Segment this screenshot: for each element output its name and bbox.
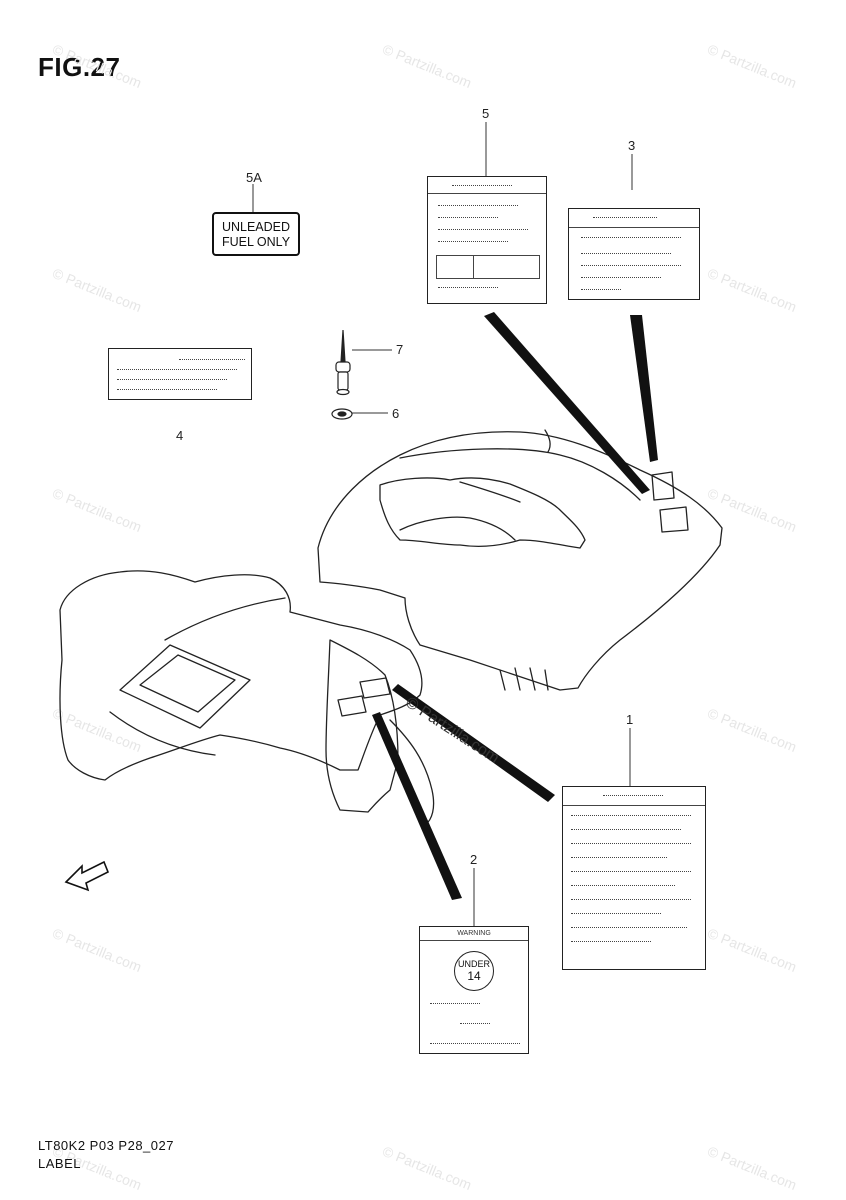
seat-recess-outer: [379, 477, 586, 549]
label-1-header-text: [603, 795, 663, 797]
side-panel-curve: [389, 719, 435, 826]
label-part-1: [562, 786, 706, 970]
label-1-text-line: [571, 941, 651, 943]
label-5-header-text: [452, 185, 512, 187]
unleaded-line-1: UNLEADED: [221, 220, 291, 234]
label-part-5: [427, 176, 547, 304]
seat-recess-line: [459, 481, 521, 503]
label-1-text-line: [571, 885, 675, 887]
rear-fender-outline: [317, 431, 723, 691]
front-panel-recess: [119, 644, 251, 729]
label-3-text-line: [581, 289, 621, 291]
fwd-arrow-icon: [64, 860, 110, 892]
rivet-part-7: [335, 329, 351, 396]
fender-edge: [544, 429, 551, 453]
callout-5a: 5A: [246, 170, 262, 185]
label-part-3: [568, 208, 700, 300]
label-4-text-line: [117, 369, 237, 371]
label-5-text-line: [438, 229, 528, 231]
label-5-text-line: [438, 217, 498, 219]
label-1-text-line: [571, 899, 691, 901]
label-5-text-line: [438, 241, 508, 243]
label-5-divider: [428, 193, 546, 194]
label-unleaded-fuel-only: UNLEADED FUEL ONLY: [212, 212, 300, 256]
pointer-label-3: [630, 315, 658, 462]
callout-7: 7: [396, 342, 404, 357]
figure-name: LABEL: [38, 1156, 81, 1171]
body-label-1-position: [359, 677, 391, 699]
front-crease: [164, 597, 286, 641]
body-label-2-position: [337, 695, 367, 717]
pointer-label-5: [484, 312, 650, 494]
under-14-line-1: UNDER: [457, 959, 490, 969]
label-1-text-line: [571, 815, 691, 817]
label-1-divider: [563, 805, 705, 806]
label-1-text-line: [571, 843, 691, 845]
label-3-text-line: [581, 253, 671, 255]
label-5-table: [436, 255, 540, 279]
label-4-text-line: [117, 389, 217, 391]
fender-ribs: [499, 667, 549, 691]
label-2-text-line: [430, 1003, 480, 1005]
unleaded-line-2: FUEL ONLY: [221, 235, 291, 249]
label-3-text-line: [581, 237, 681, 239]
label-2-header: WARNING: [420, 927, 528, 941]
side-panel-outline: [325, 639, 399, 813]
label-5-text-line: [438, 287, 498, 289]
figure-code: LT80K2 P03 P28_027: [38, 1138, 174, 1153]
label-4-text-line: [179, 359, 245, 361]
rear-fender-crease: [399, 448, 641, 501]
label-1-text-line: [571, 829, 681, 831]
label-3-divider: [569, 227, 699, 228]
label-1-text-line: [571, 927, 687, 929]
figure-title: FIG.27: [38, 52, 121, 82]
label-part-2: WARNING UNDER 14: [419, 926, 529, 1054]
callout-2: 2: [470, 852, 478, 867]
label-3-header-text: [593, 217, 657, 219]
seat-recess-inner: [399, 516, 516, 541]
callout-1: 1: [626, 712, 634, 727]
label-2-text-line: [430, 1043, 520, 1045]
label-3-text-line: [581, 277, 661, 279]
under-14-line-2: 14: [467, 969, 481, 983]
label-3-text-line: [581, 265, 681, 267]
body-label-3-position: [651, 471, 675, 501]
label-1-text-line: [571, 857, 667, 859]
pointer-label-2: [372, 712, 462, 900]
label-5-text-line: [438, 205, 518, 207]
label-4-text-line: [117, 379, 227, 381]
body-label-5-position: [659, 506, 689, 533]
label-1-text-line: [571, 913, 661, 915]
under-14-symbol: UNDER 14: [454, 951, 494, 991]
pointer-label-1: [392, 684, 555, 802]
callout-5: 5: [482, 106, 490, 121]
label-1-text-line: [571, 871, 691, 873]
washer-part-6: [331, 408, 353, 420]
label-2-text-line: [460, 1023, 490, 1025]
callout-4: 4: [176, 428, 184, 443]
label-part-4: [108, 348, 252, 400]
callout-3: 3: [628, 138, 636, 153]
front-panel-inner: [139, 654, 236, 713]
callout-6: 6: [392, 406, 400, 421]
front-lower-crease: [109, 711, 216, 756]
